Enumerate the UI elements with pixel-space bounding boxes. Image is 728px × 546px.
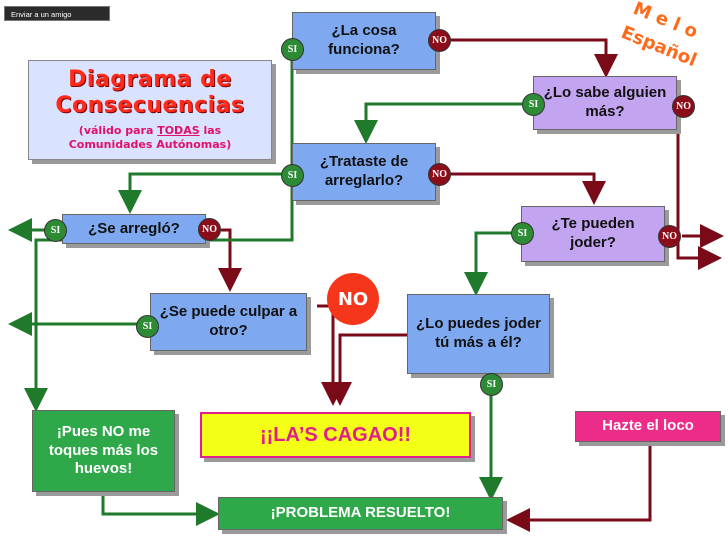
- line-alguien-si: [354, 102, 532, 144]
- si-badge-funciona: SI: [281, 38, 304, 61]
- no-badge-alguien: NO: [672, 95, 695, 118]
- si-badge-joder: SI: [511, 222, 534, 245]
- line-joder-si: [464, 231, 522, 296]
- si-badge-trataste: SI: [281, 164, 304, 187]
- si-badge-culpar: SI: [136, 315, 159, 338]
- send-to-friend-button[interactable]: Enviar a un amigo: [4, 6, 110, 21]
- line-culpar-no: [317, 304, 345, 406]
- line-loco: [506, 443, 652, 532]
- diagram-title-line1: Diagrama de: [68, 67, 232, 92]
- line-funciona-no: [449, 38, 618, 78]
- line-joder-tu-no: [328, 333, 407, 406]
- node-resuelto: ¡PROBLEMA RESUELTO!: [218, 497, 503, 530]
- node-huevos: ¡Pues NO me toques más los huevos!: [32, 410, 175, 492]
- no-badge-funciona: NO: [428, 29, 451, 52]
- node-funciona: ¿La cosa funciona?: [292, 12, 436, 70]
- si-badge-joder-tu: SI: [480, 373, 503, 396]
- line-huevos: [101, 492, 220, 526]
- line-trataste-si: [118, 172, 292, 214]
- no-badge-trataste: NO: [428, 163, 451, 186]
- line-arreglo-no: [218, 228, 242, 292]
- node-trataste: ¿Trataste de arreglarlo?: [292, 143, 436, 201]
- diagram-title-box: Diagrama de Consecuencias (válido para T…: [28, 60, 272, 160]
- node-alguien: ¿Lo sabe alguien más?: [533, 76, 677, 130]
- si-badge-arreglo: SI: [44, 219, 67, 242]
- no-badge-arreglo: NO: [198, 218, 221, 241]
- node-joder: ¿Te pueden joder?: [521, 206, 665, 262]
- node-joder-tu: ¿Lo puedes joder tú más a él?: [407, 294, 550, 374]
- node-loco: Hazte el loco: [575, 411, 721, 442]
- node-arreglo: ¿Se arregló?: [62, 214, 206, 244]
- node-culpar: ¿Se puede culpar a otro?: [150, 293, 307, 351]
- diagram-title-line2: Consecuencias: [55, 93, 245, 119]
- line-trataste-no: [449, 172, 606, 205]
- si-badge-alguien: SI: [522, 93, 545, 116]
- node-cagao: ¡¡LA’S CAGAO!!: [200, 412, 471, 458]
- big-no-badge: NO: [327, 273, 379, 325]
- no-badge-joder: NO: [658, 225, 681, 248]
